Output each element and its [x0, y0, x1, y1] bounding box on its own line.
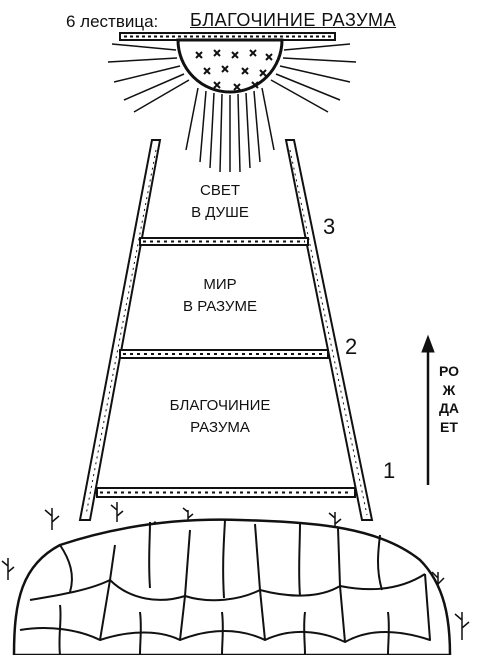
- up-arrow-icon: [421, 334, 435, 485]
- rung-3-bar: [139, 237, 309, 246]
- grass-sprout-icon: [1, 502, 470, 640]
- rung-3-number: 3: [323, 214, 336, 239]
- rung-2-number: 2: [345, 334, 358, 359]
- rung-3-label: СВЕТ В ДУШЕ: [155, 180, 285, 224]
- rung-2-line2: В РАЗУМЕ: [183, 298, 257, 315]
- rung-2-line1: МИР: [203, 276, 237, 293]
- rung-1-label: БЛАГОЧИНИЕ РАЗУМА: [135, 395, 305, 439]
- sun-icon: [107, 32, 357, 173]
- rung-1-line1: БЛАГОЧИНИЕ: [169, 397, 271, 414]
- stone-mound-icon: [12, 518, 452, 657]
- ladder-title: БЛАГОЧИНИЕ РАЗУМА: [190, 10, 397, 30]
- rung-3-line1: СВЕТ: [199, 182, 240, 199]
- rung-1-number: 1: [383, 458, 396, 483]
- rung-1-bar: [96, 487, 356, 498]
- rung-3-line2: В ДУШЕ: [191, 204, 249, 221]
- arrow-label: РОЖДАЕТ: [438, 363, 460, 435]
- ladder-icon: [78, 139, 374, 521]
- rung-2-bar: [119, 349, 329, 359]
- rung-2-label: МИР В РАЗУМЕ: [145, 274, 295, 318]
- ladder-number: 6 лествица:: [66, 12, 159, 31]
- rung-1-line2: РАЗУМА: [190, 419, 250, 436]
